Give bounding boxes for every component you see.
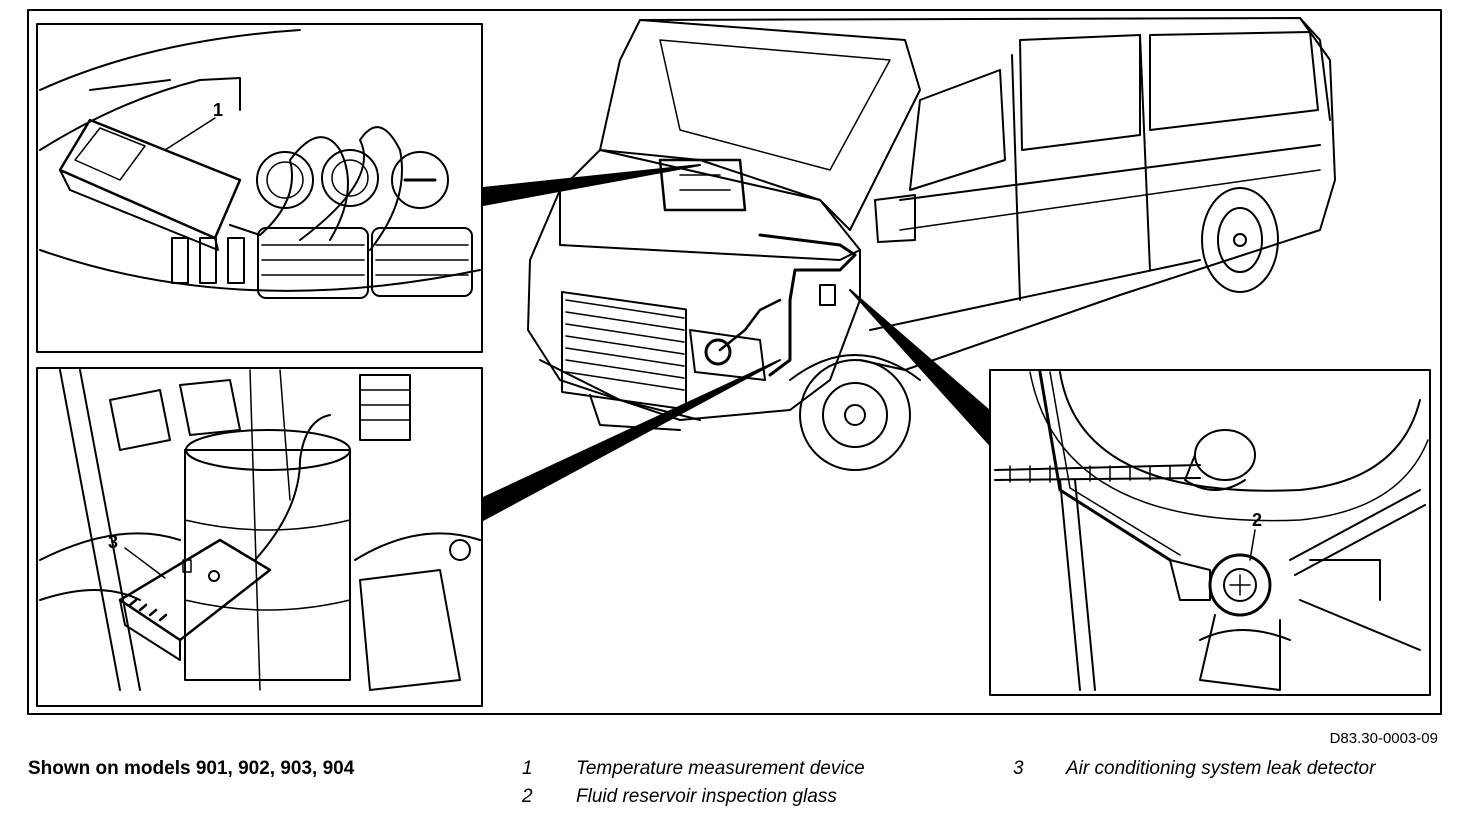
legend-number-1: 1 bbox=[522, 758, 533, 779]
callout-1: 1 bbox=[213, 100, 223, 120]
legend-text-2: Fluid reservoir inspection glass bbox=[576, 786, 837, 807]
van-drawing bbox=[527, 17, 1336, 471]
inset-inspection-glass bbox=[989, 369, 1431, 696]
figure-id: D83.30-0003-09 bbox=[1329, 730, 1438, 747]
legend-number-2: 2 bbox=[522, 786, 533, 807]
inset-temperature-device bbox=[36, 23, 483, 353]
models-caption: Shown on models 901, 902, 903, 904 bbox=[28, 758, 355, 779]
callout-3: 3 bbox=[108, 532, 118, 552]
legend-text-3: Air conditioning system leak detector bbox=[1066, 758, 1376, 779]
callout-2: 2 bbox=[1252, 510, 1262, 530]
legend-number-3: 3 bbox=[1013, 758, 1024, 779]
inset-leak-detector bbox=[36, 367, 483, 707]
figure-frame bbox=[27, 9, 1442, 715]
legend-text-1: Temperature measurement device bbox=[576, 758, 865, 779]
